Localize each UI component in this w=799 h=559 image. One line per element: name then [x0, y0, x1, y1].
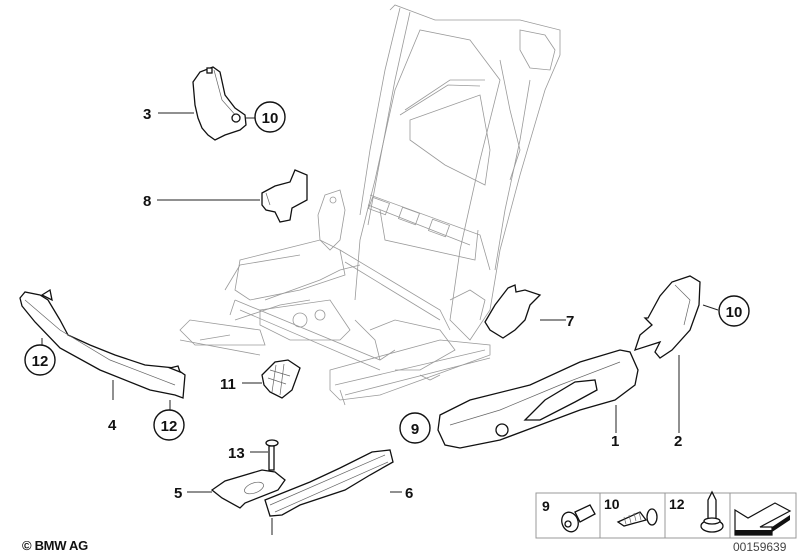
label-8: 8 — [143, 193, 151, 210]
part-labels: 3 8 4 11 7 1 2 13 5 6 — [108, 106, 682, 502]
svg-text:10: 10 — [726, 304, 743, 321]
expanding-rivet-icon — [700, 490, 724, 533]
svg-text:12: 12 — [669, 496, 685, 512]
part-3-hinge-cover[interactable] — [192, 66, 247, 141]
part-2-cover-cap[interactable] — [633, 275, 701, 359]
svg-text:9: 9 — [542, 498, 550, 514]
socket-head-screw-icon — [561, 504, 596, 533]
part-5-rail-end-cover[interactable] — [210, 469, 286, 509]
svg-text:10: 10 — [604, 496, 620, 512]
callout-12-left: 12 — [24, 344, 56, 376]
label-11: 11 — [220, 376, 236, 393]
label-4: 4 — [108, 417, 117, 434]
svg-text:10: 10 — [262, 110, 279, 127]
leader-lines — [41, 112, 719, 535]
svg-text:12: 12 — [32, 353, 49, 370]
copyright-notice: © BMW AG — [22, 538, 88, 553]
tapping-screw-icon — [616, 508, 658, 527]
callout-9: 9 — [399, 412, 431, 444]
callout-12-right: 12 — [153, 409, 185, 441]
part-8-recliner-cap[interactable] — [261, 169, 308, 223]
label-1: 1 — [611, 433, 619, 450]
direction-arrow-icon — [734, 502, 792, 536]
seat-frame — [179, 4, 561, 406]
label-13: 13 — [228, 445, 245, 462]
callout-10-right: 10 — [718, 295, 750, 327]
callout-10-top: 10 — [254, 101, 286, 133]
part-6-rail-cover[interactable] — [264, 449, 394, 517]
part-4-trim-strip[interactable] — [19, 288, 186, 399]
label-3: 3 — [143, 106, 151, 123]
hardware-legend: 9 10 12 — [535, 490, 797, 539]
part-7-hinge-cover[interactable] — [484, 284, 542, 339]
label-2: 2 — [674, 433, 682, 450]
part-1-side-trim[interactable] — [437, 349, 639, 449]
legend-item-12: 12 — [669, 490, 724, 533]
part-13-bolt[interactable] — [265, 439, 279, 471]
label-5: 5 — [174, 485, 182, 502]
svg-text:9: 9 — [411, 421, 419, 438]
legend-item-9: 9 — [542, 498, 596, 533]
label-6: 6 — [405, 485, 413, 502]
part-11-switch-bracket[interactable] — [261, 359, 301, 399]
legend-item-10: 10 — [604, 496, 658, 527]
document-number: 00159639 — [733, 540, 787, 554]
label-7: 7 — [566, 313, 574, 330]
svg-text:12: 12 — [161, 418, 178, 435]
